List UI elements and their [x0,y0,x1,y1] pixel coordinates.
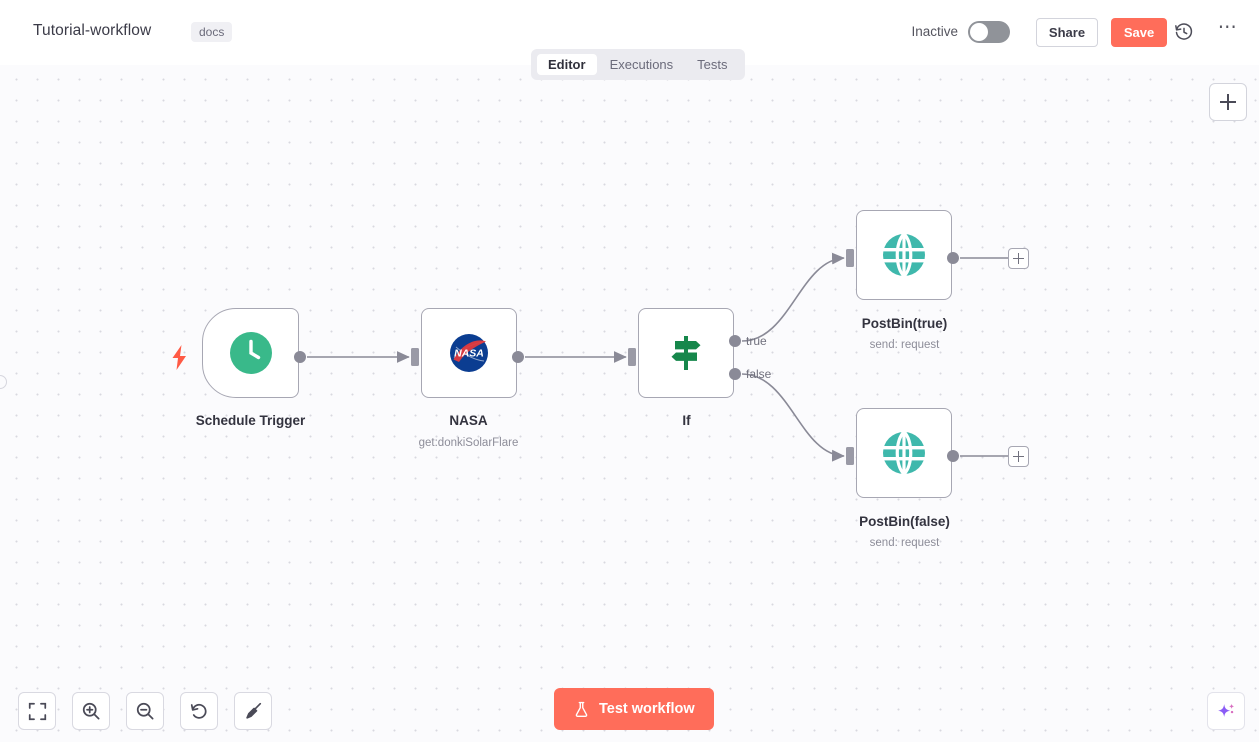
activate-workflow-toggle[interactable] [968,21,1010,43]
node-postbin-true[interactable] [856,210,952,300]
clock-icon [229,332,272,374]
node-schedule-trigger[interactable] [202,308,299,398]
test-workflow-label: Test workflow [599,701,695,717]
flask-icon [575,701,588,717]
workflow-title[interactable]: Tutorial-workflow [33,22,152,39]
edge-if-false [741,373,845,462]
tab-editor[interactable]: Editor [537,54,597,75]
signpost-icon [671,336,701,370]
svg-text:NASA: NASA [454,348,484,360]
input-port-if [628,348,636,366]
more-options-icon[interactable]: ⋯ [1217,16,1239,38]
node-subtitle-postbin-false: send: request [869,537,940,549]
activation-status-label: Inactive [911,24,958,39]
reset-zoom-button[interactable] [180,692,218,730]
trigger-bolt-icon [171,345,188,375]
workflow-canvas[interactable]: Schedule Trigger NASA NASA get:donkiSola… [0,65,1259,742]
globe-icon [882,232,926,278]
editor-tabs: Editor Executions Tests [531,49,745,80]
add-node-after-postbin-false[interactable] [1008,446,1029,467]
node-postbin-false[interactable] [856,408,952,498]
fit-to-view-button[interactable] [18,692,56,730]
node-label-postbin-false: PostBin(false) [859,514,950,529]
edge-if-true [741,252,845,342]
node-nasa[interactable]: NASA [421,308,517,398]
node-label-postbin-true: PostBin(true) [861,316,948,331]
globe-icon [882,430,926,476]
history-clock-icon[interactable] [1172,20,1196,44]
input-port-postbin-true [846,249,854,267]
test-workflow-button[interactable]: Test workflow [554,688,714,730]
zoom-out-button[interactable] [126,692,164,730]
output-port-postbin-true[interactable] [947,252,959,264]
zoom-in-button[interactable] [72,692,110,730]
add-node-button[interactable] [1209,83,1247,121]
output-port-postbin-false[interactable] [947,450,959,462]
connection-edges [307,249,1008,465]
output-port-schedule-trigger[interactable] [294,351,306,363]
tab-tests[interactable]: Tests [697,57,728,72]
output-port-nasa[interactable] [512,351,524,363]
input-port-nasa [411,348,419,366]
input-port-postbin-false [846,447,854,465]
node-if[interactable] [638,308,734,398]
node-label-if: If [682,413,691,428]
tidy-up-button[interactable] [234,692,272,730]
ai-assistant-button[interactable] [1207,692,1245,730]
output-port-if-true[interactable] [729,335,741,347]
node-subtitle-postbin-true: send: request [869,339,940,351]
workflow-tag-docs[interactable]: docs [191,22,233,42]
add-node-after-postbin-true[interactable] [1008,248,1029,269]
nasa-logo-icon: NASA [450,334,488,372]
port-label-true: true [746,334,767,348]
share-button[interactable]: Share [1036,18,1098,47]
sparkle-icon [1218,703,1235,717]
toggle-knob [970,23,988,41]
canvas-toolbar [18,692,272,730]
node-label-nasa: NASA [449,413,488,428]
node-label-schedule-trigger: Schedule Trigger [195,413,306,428]
tab-executions[interactable]: Executions [609,57,674,72]
port-label-false: false [746,367,772,381]
output-port-if-false[interactable] [729,368,741,380]
node-subtitle-nasa: get:donkiSolarFlare [418,437,519,449]
save-button[interactable]: Save [1111,18,1167,47]
